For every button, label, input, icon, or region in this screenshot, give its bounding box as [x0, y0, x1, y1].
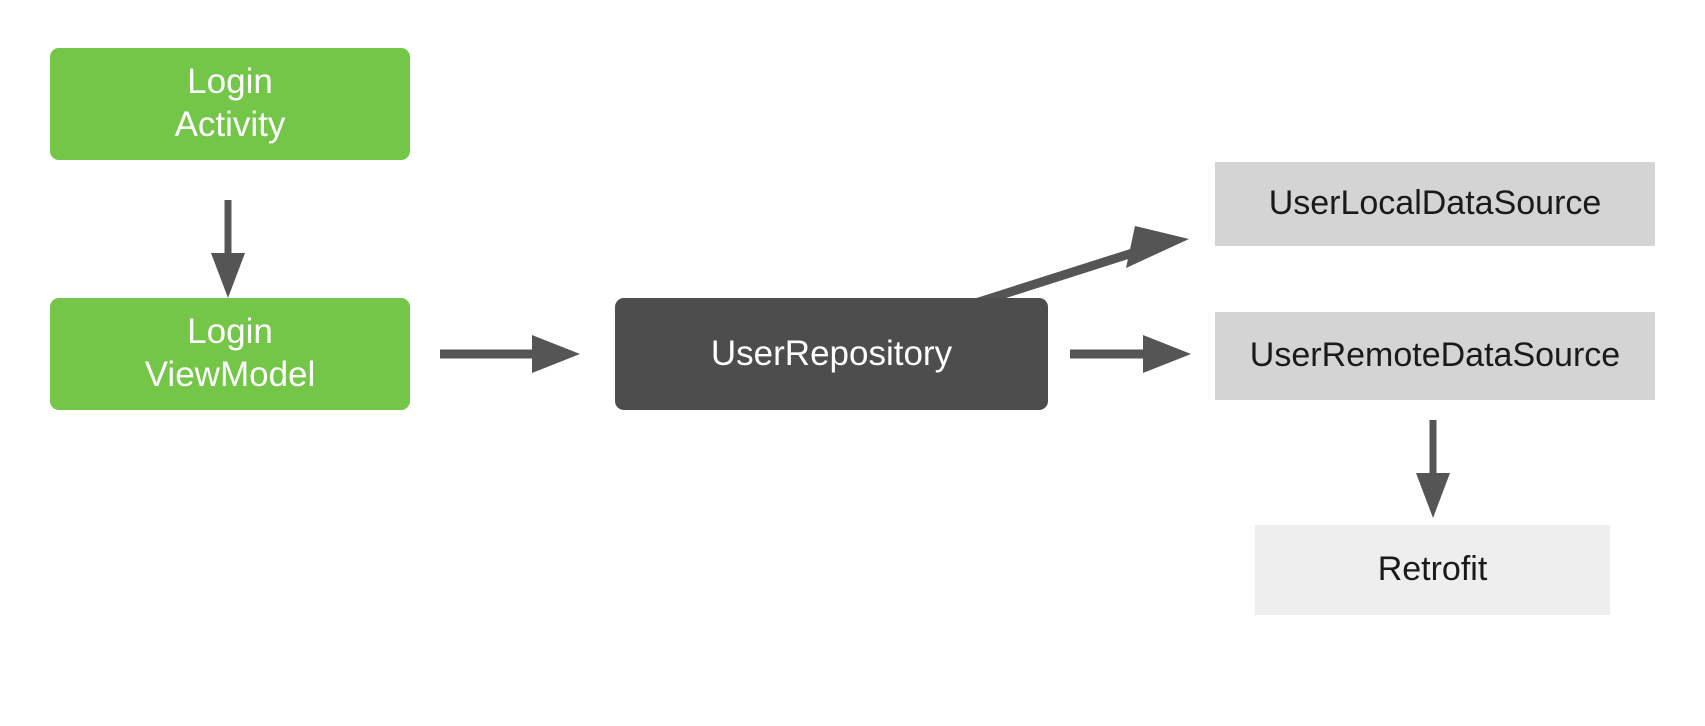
node-login-activity[interactable]: Login Activity [50, 48, 410, 160]
edge-activity-to-viewmodel [211, 200, 245, 298]
node-user-repository-label: UserRepository [710, 333, 953, 373]
node-retrofit-label: Retrofit [1377, 550, 1488, 589]
node-user-remote-data-source-label: UserRemoteDataSource [1249, 336, 1621, 375]
node-user-local-data-source[interactable]: UserLocalDataSource [1215, 162, 1655, 246]
node-login-viewmodel-label: Login ViewModel [144, 312, 316, 394]
edge-remote-to-retrofit [1416, 420, 1450, 518]
node-login-activity-label: Login Activity [174, 62, 286, 144]
node-login-viewmodel[interactable]: Login ViewModel [50, 298, 410, 410]
edge-repository-to-remote [1070, 335, 1191, 373]
node-user-local-data-source-label: UserLocalDataSource [1268, 184, 1602, 223]
node-retrofit[interactable]: Retrofit [1255, 525, 1610, 615]
edge-repository-to-local [961, 226, 1189, 312]
node-user-repository[interactable]: UserRepository [615, 298, 1048, 410]
edge-viewmodel-to-repository [440, 335, 580, 373]
node-user-remote-data-source[interactable]: UserRemoteDataSource [1215, 312, 1655, 400]
